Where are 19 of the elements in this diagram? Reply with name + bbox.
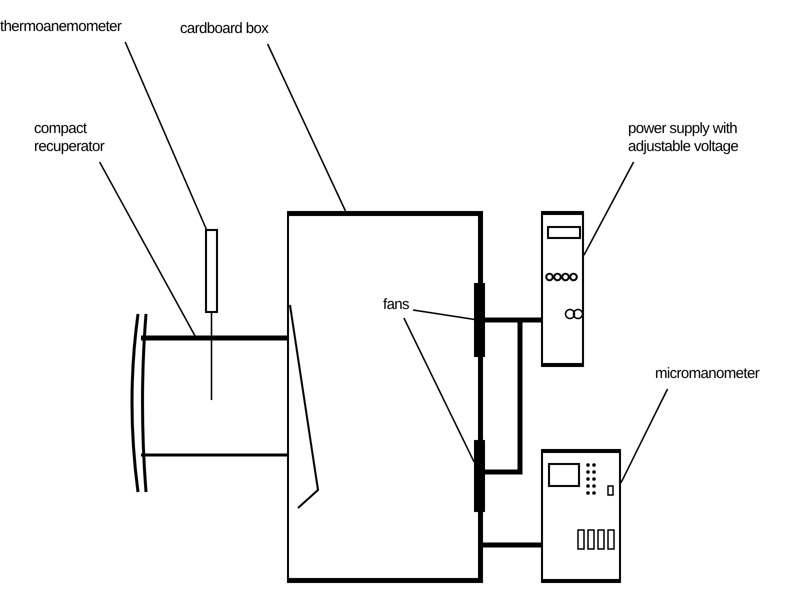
callout-label: thermoanemometer (0, 18, 123, 36)
leader-line (583, 162, 634, 256)
callout-label: compact recuperator (34, 120, 106, 156)
box-outline (287, 211, 483, 583)
leader-line (266, 44, 346, 212)
cable (483, 542, 541, 548)
leader-line (620, 388, 668, 484)
callout-label: power supply with adjustable voltage (628, 120, 740, 156)
leader-line (98, 162, 196, 336)
callout-label: cardboard box (180, 20, 270, 38)
probe-drawing (205, 229, 218, 400)
leader-line (412, 309, 474, 320)
callout-label: micromanometer (655, 365, 760, 383)
micromanometer-drawing (541, 449, 621, 583)
power-supply-drawing (541, 211, 584, 367)
leader-line (124, 42, 207, 230)
recuperator-drawing (130, 304, 320, 509)
leader-line (403, 318, 475, 462)
callout-label: fans (383, 296, 410, 314)
